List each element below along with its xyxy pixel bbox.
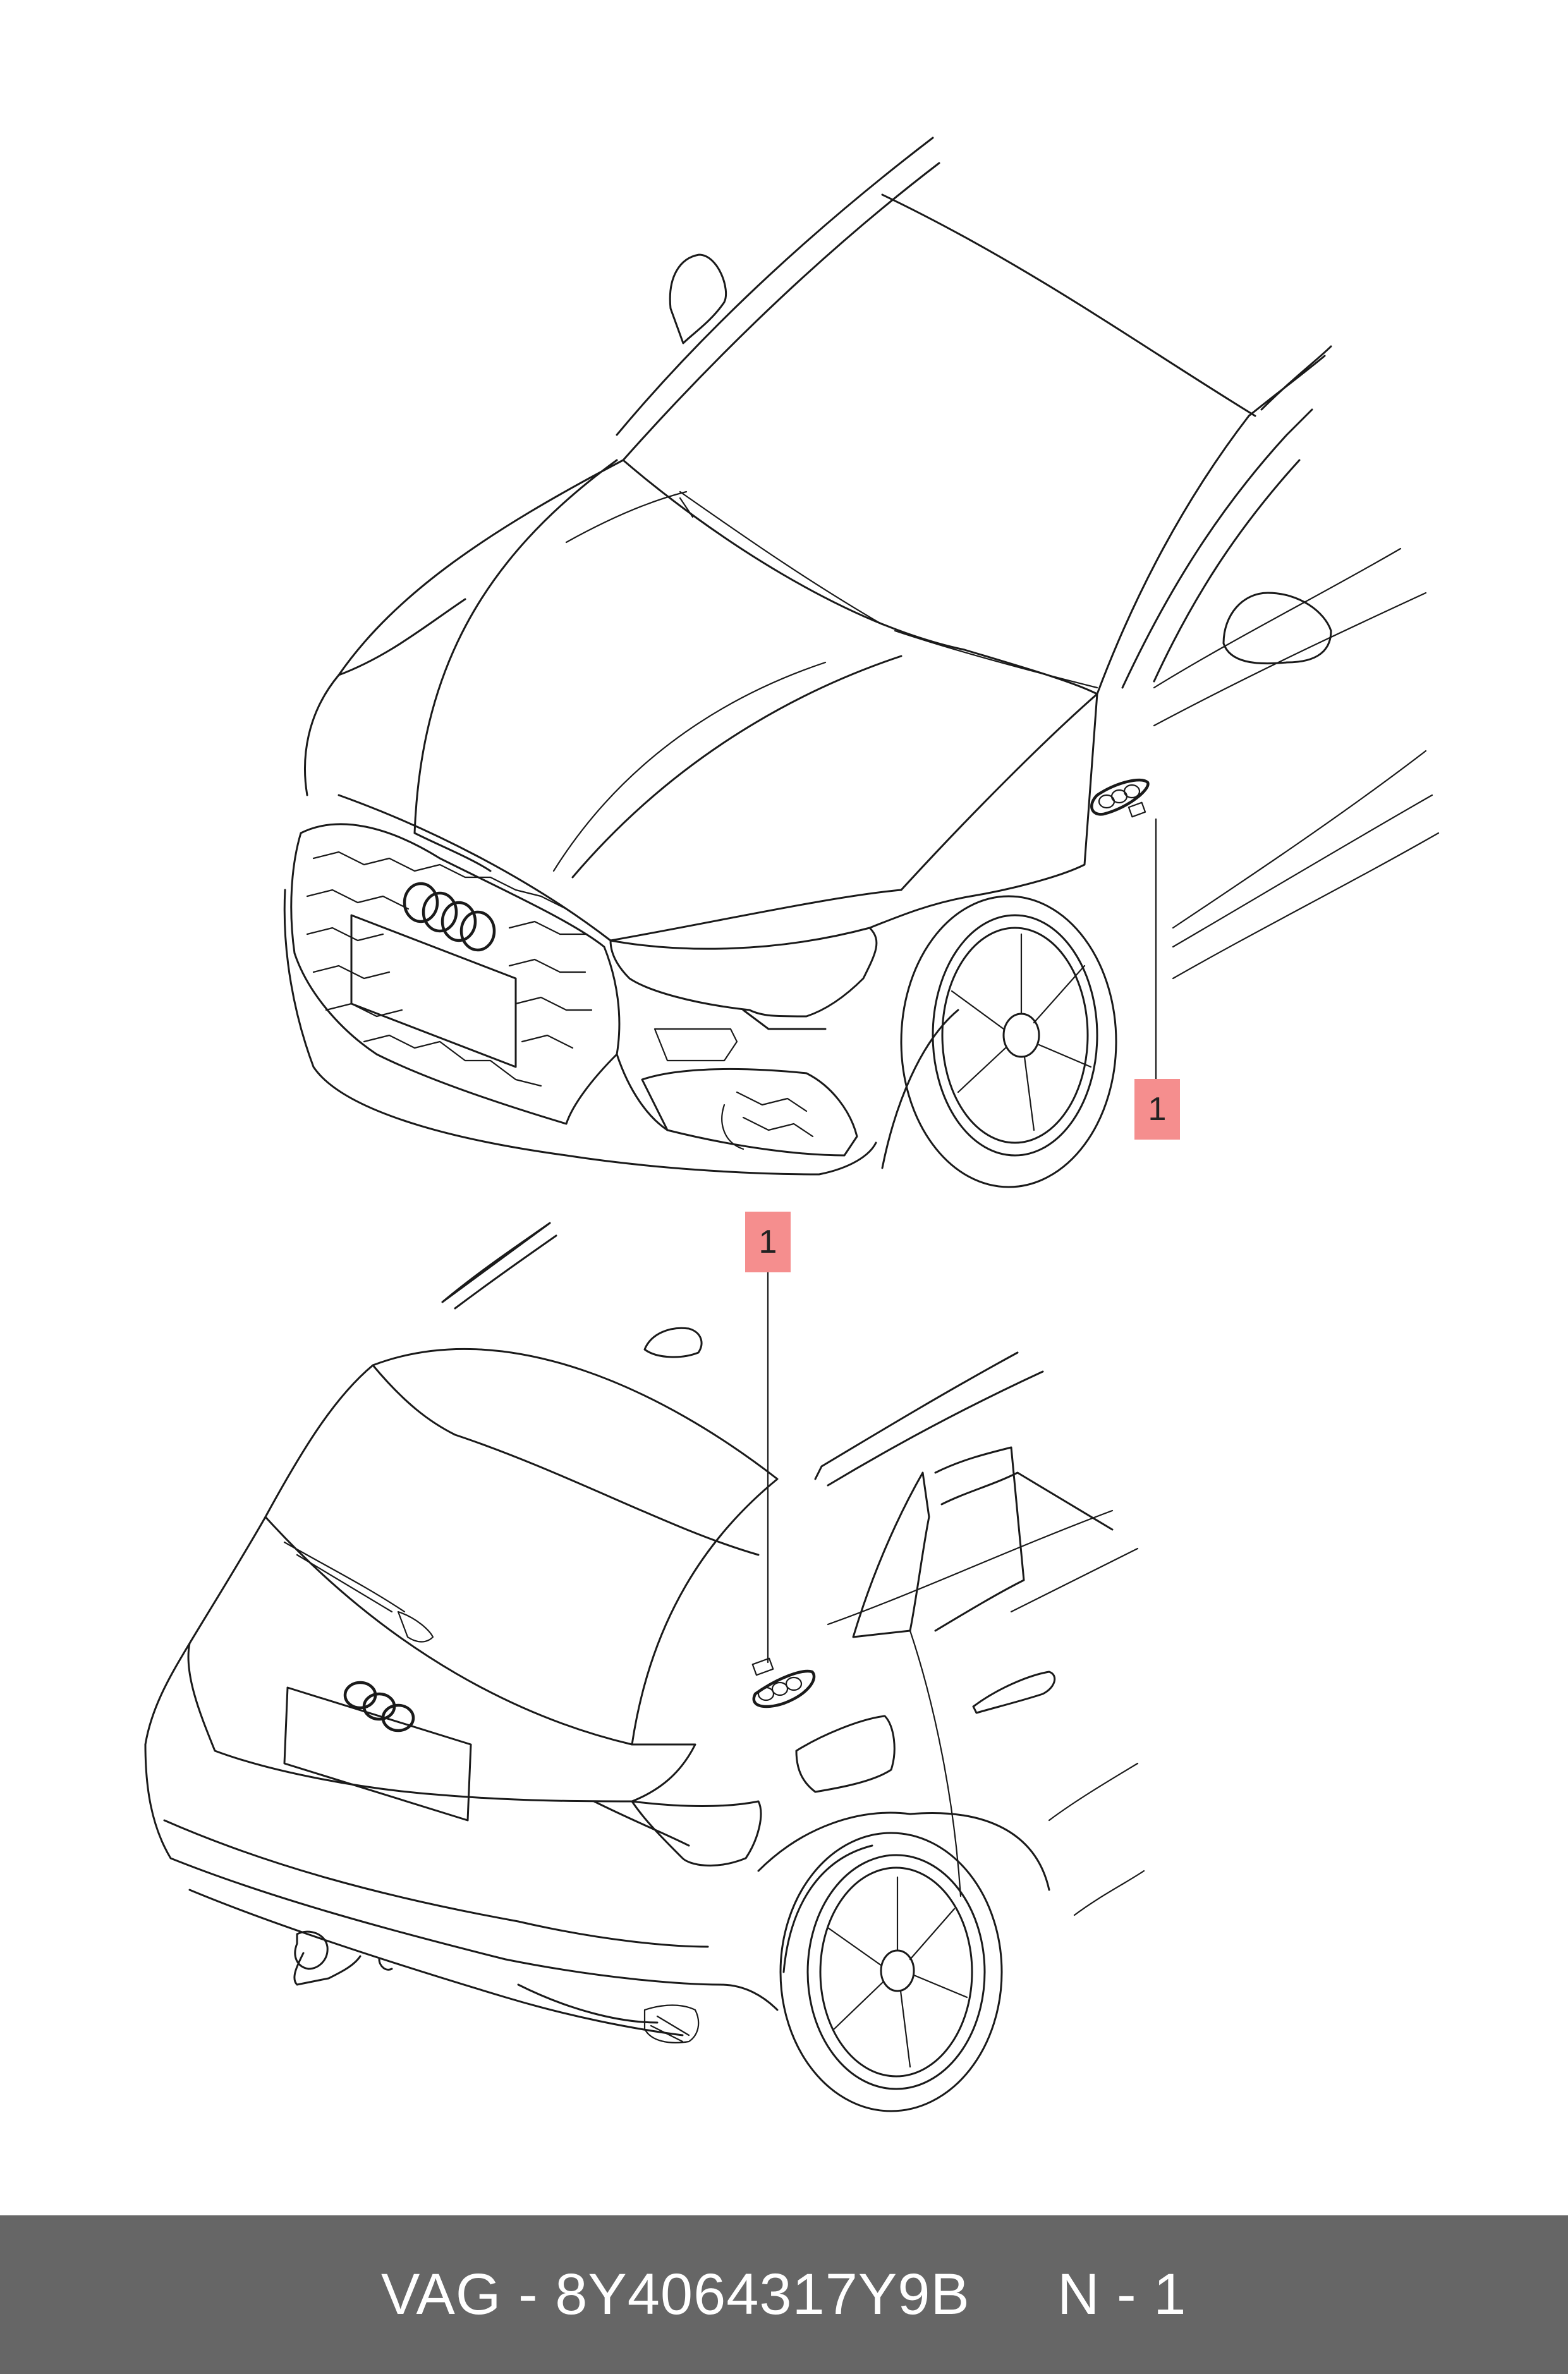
side-indicator xyxy=(653,1028,738,1062)
side-body-lines xyxy=(827,1509,1145,1916)
rear-window xyxy=(264,1348,779,1746)
rear-wiper xyxy=(283,1541,434,1643)
front-wheel xyxy=(900,895,1117,1188)
roof-line-rear xyxy=(441,1222,557,1310)
rear-wheel xyxy=(779,1832,1003,2112)
taillight xyxy=(593,1800,762,1866)
front-grille xyxy=(290,823,621,1125)
rear-license-plate xyxy=(283,1686,472,1822)
front-bumper xyxy=(283,889,877,1176)
rear-car-view xyxy=(144,1222,1145,2112)
part-number-label: VAG - 8Y4064317Y9B xyxy=(381,2262,970,2327)
rear-fender xyxy=(757,1811,1050,1973)
headlight xyxy=(609,927,878,1030)
hood-crease xyxy=(552,490,827,872)
front-fender xyxy=(868,693,1098,1169)
front-windshield xyxy=(616,137,1256,695)
front-fog-grille xyxy=(721,1091,814,1150)
fuel-door xyxy=(795,1715,896,1793)
footer-bar: VAG - 8Y4064317Y9B N - 1 xyxy=(0,2215,1568,2374)
right-mirror xyxy=(1222,592,1332,665)
grille-honeycomb xyxy=(306,851,593,1087)
side-door-lines xyxy=(1153,547,1440,980)
tow-hitch xyxy=(293,1930,393,1986)
rear-audi-rings xyxy=(343,1681,415,1732)
side-window-rear xyxy=(852,1446,1114,1638)
rear-callout-tag: 1 xyxy=(745,1212,791,1272)
roof-line xyxy=(1121,345,1332,689)
roof-rail xyxy=(814,1351,1044,1487)
front-wiper xyxy=(679,490,1098,689)
front-grille-rings xyxy=(403,882,496,952)
rear-reflector-grille xyxy=(643,2004,700,2043)
tailgate xyxy=(144,1516,696,1803)
front-car-view xyxy=(283,137,1440,1188)
fender-badge xyxy=(1090,778,1150,818)
sheet-number-label: N - 1 xyxy=(1057,2262,1187,2327)
front-callout-tag: 1 xyxy=(1134,1079,1180,1140)
roof-antenna xyxy=(643,1327,703,1358)
left-mirror xyxy=(669,253,727,344)
front-license-plate xyxy=(350,914,517,1068)
door-handle xyxy=(972,1671,1056,1714)
rear-side-badge xyxy=(751,1657,816,1708)
rear-bumper xyxy=(144,1743,779,2036)
parts-diagram xyxy=(144,137,1440,2112)
